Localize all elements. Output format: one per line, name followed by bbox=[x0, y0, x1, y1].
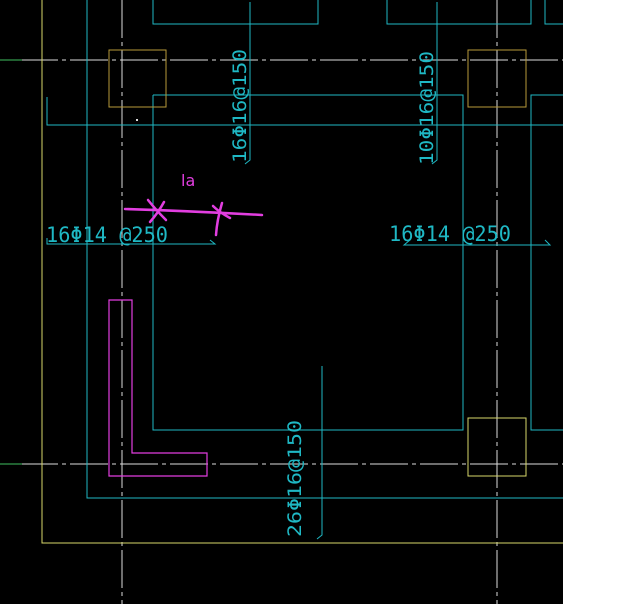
outer-boundary-line bbox=[41, 0, 563, 544]
vertical-rebar-leaders bbox=[244, 2, 438, 540]
anchorage-label: la bbox=[181, 171, 195, 190]
anchorage-mark-left-stroke-b bbox=[146, 198, 168, 222]
cad-drawing-svg: 16Φ14 @250 16Φ14 @250 16Φ16@150 10Φ16@15… bbox=[0, 0, 563, 604]
stray-dot bbox=[136, 119, 138, 121]
anchorage-mark-right-stroke-b bbox=[214, 201, 224, 237]
column-box-bottom-right bbox=[467, 417, 527, 477]
rebar-label-right-vertical: 10Φ16@150 bbox=[416, 51, 438, 165]
leader-right-vertical bbox=[431, 2, 438, 165]
inner-pit-outline bbox=[152, 94, 464, 431]
axis-markers bbox=[0, 59, 22, 465]
rebar-labels: 16Φ14 @250 16Φ14 @250 16Φ16@150 10Φ16@15… bbox=[46, 49, 511, 537]
rebar-label-bottom-vertical: 26Φ16@150 bbox=[284, 420, 306, 537]
leader-bottom-vertical bbox=[316, 366, 323, 540]
top-rebar-line bbox=[46, 97, 563, 126]
rebar-label-right-horizontal: 16Φ14 @250 bbox=[389, 222, 511, 246]
column-box-top-left bbox=[108, 49, 167, 108]
rebar-label-left-vertical: 16Φ16@150 bbox=[229, 49, 251, 163]
foundation-edge-outline bbox=[86, 0, 563, 499]
cad-drawing-canvas[interactable]: 16Φ14 @250 16Φ14 @250 16Φ16@150 10Φ16@15… bbox=[0, 0, 563, 604]
rebar-label-left-horizontal: 16Φ14 @250 bbox=[46, 223, 168, 247]
right-pit-outline bbox=[530, 94, 563, 431]
upper-pit-outline-left bbox=[152, 0, 319, 25]
anchorage-length-sketch bbox=[123, 198, 264, 237]
column-box-top-right bbox=[467, 49, 527, 108]
upper-pit-outline-mid bbox=[386, 0, 532, 25]
leader-right-horizontal bbox=[402, 239, 552, 246]
anchorage-line bbox=[123, 207, 264, 217]
column-boxes bbox=[108, 49, 527, 477]
structural-outlines bbox=[46, 0, 563, 499]
leader-left-horizontal bbox=[46, 238, 217, 245]
stray-marks bbox=[136, 119, 138, 121]
leader-left-vertical bbox=[244, 2, 251, 165]
horizontal-rebar-leaders bbox=[46, 238, 552, 246]
l-shaped-wall-outline bbox=[108, 299, 208, 477]
upper-pit-outline-right bbox=[544, 0, 563, 25]
